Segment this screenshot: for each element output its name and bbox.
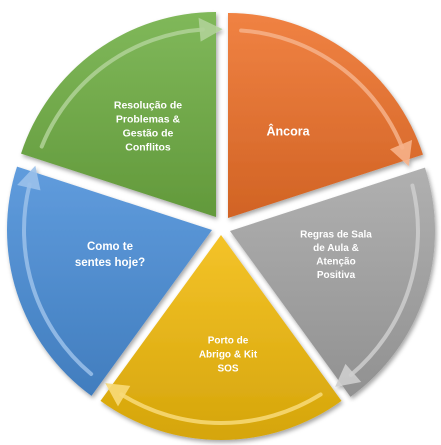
segment-regras [230,167,435,397]
segment-wedge-resolucao [21,12,216,217]
cycle-arrow-resolucao [39,27,205,149]
cycle-arrow-ancora [239,28,405,150]
segment-label-line: Como te [87,241,133,253]
segment-resolucao [21,12,223,217]
cycle-arrow-porto [119,392,323,425]
segment-label-line: sentes hoje? [75,257,145,269]
cycle-arrow-como [22,182,94,377]
segment-wedge-ancora [228,13,423,218]
arrow-head-como [17,165,41,191]
segment-label-line: Regras de Sala [300,229,372,240]
segment-label-line: Resolução de [114,100,182,112]
segment-label-ancora: Âncora [266,123,310,138]
segment-label-como: Como te sentes hoje? [75,241,145,269]
arrow-head-porto [105,383,131,407]
segment-label-line: Conflitos [125,142,171,154]
segment-label-line: Âncora [266,123,310,138]
segment-label-line: de Aula & [313,243,359,254]
arrow-head-ancora [390,139,413,167]
segment-wedge-porto [100,235,342,440]
segment-label-line: Abrigo & Kit [199,350,258,361]
segment-porto [100,235,342,440]
segment-ancora [228,13,423,218]
segment-como [6,165,212,396]
cycle-arrow-regras [348,183,420,378]
segment-label-line: Atenção [316,256,355,267]
segment-label-resolucao: Resolução de Problemas & Gestão de Conflito… [114,100,182,154]
arrow-head-regras [335,363,362,387]
segment-label-line: SOS [217,364,238,375]
segment-label-line: Porto de [208,336,249,347]
segment-label-line: Gestão de [123,128,174,140]
arrow-head-resolucao [198,17,223,42]
segment-label-line: Problemas & [116,114,181,126]
segment-label-line: Positiva [317,270,356,281]
